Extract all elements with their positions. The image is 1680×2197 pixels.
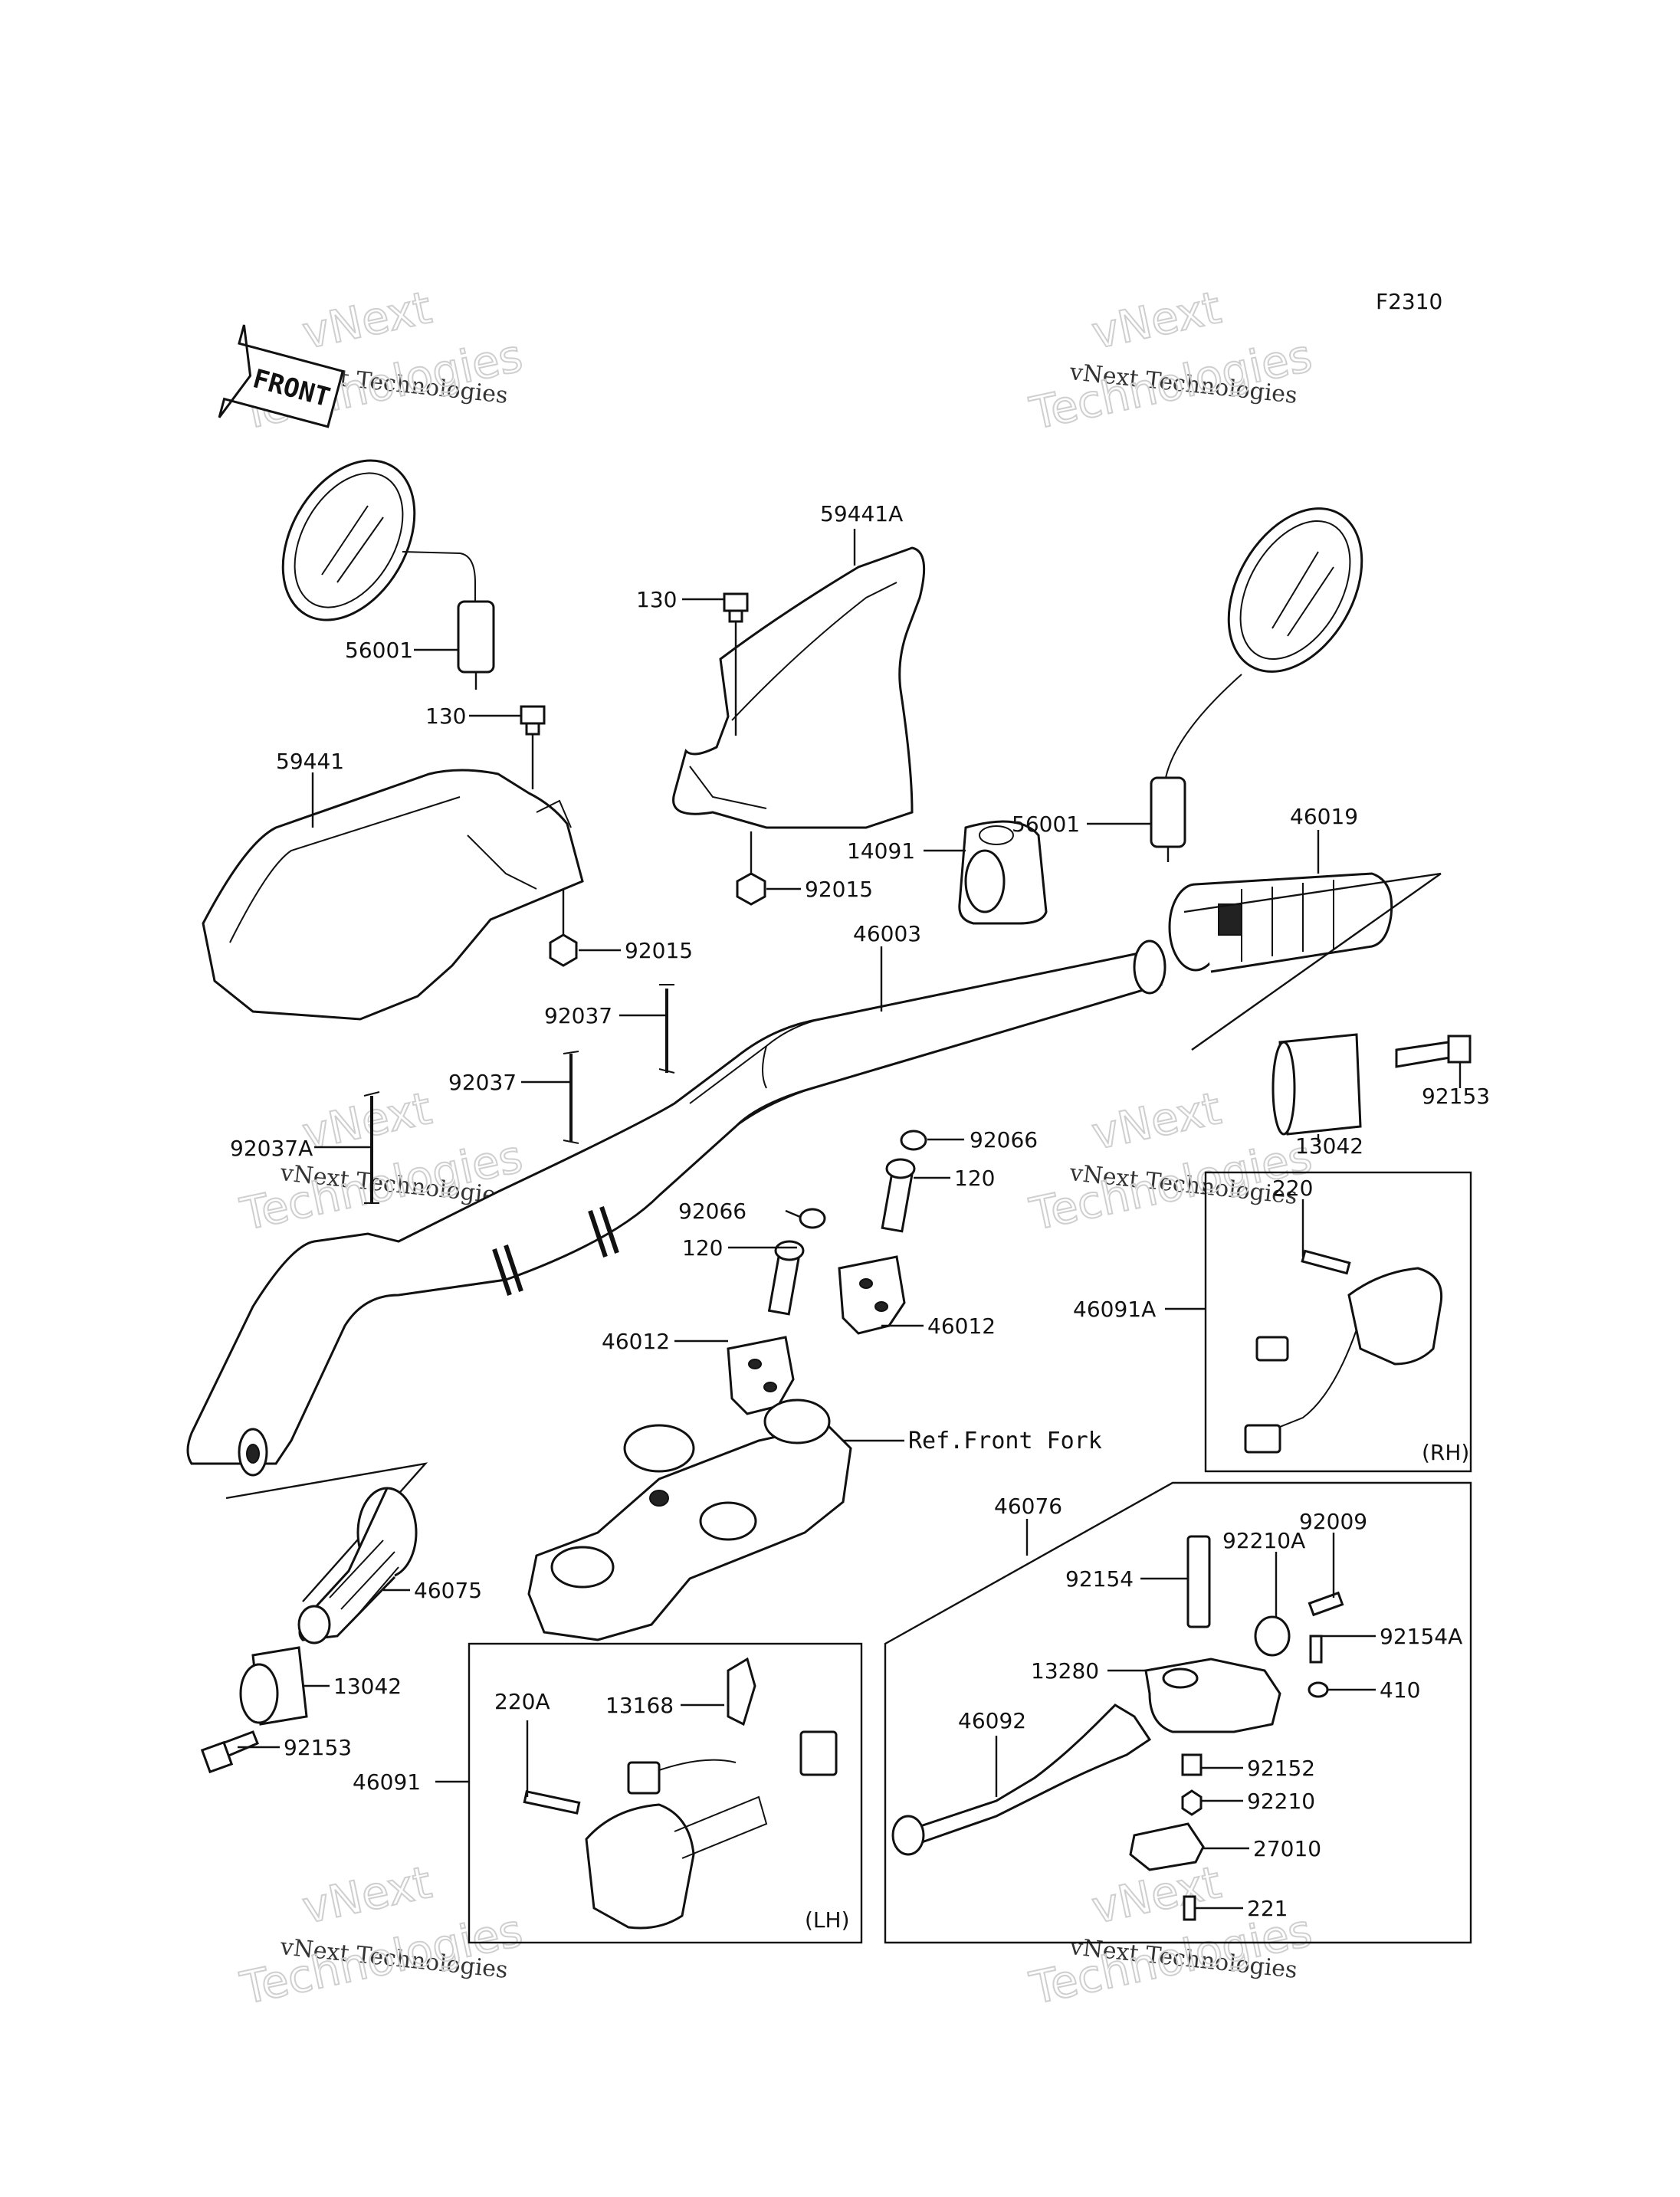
label-46076: 46076 — [994, 1494, 1062, 1519]
right-grip-cutline — [1183, 872, 1442, 913]
front-arrow-icon: FRONT — [218, 324, 345, 428]
clip-92037-a — [658, 984, 675, 1074]
right-grip-46019 — [1168, 872, 1393, 973]
left-grip-cutline — [225, 1462, 428, 1602]
label-56001-right: 56001 — [1012, 812, 1080, 837]
label-46091A: 46091A — [1073, 1297, 1156, 1322]
bolt-120-a — [881, 1158, 916, 1233]
leader-lines — [238, 529, 1462, 1910]
throttle-housing-14091 — [958, 820, 1048, 925]
label-92153-left: 92153 — [284, 1735, 352, 1760]
label-ref-front-fork: Ref.Front Fork — [908, 1428, 1102, 1454]
clip-92037a — [363, 1091, 380, 1204]
svg-text:vNext: vNext — [1088, 1082, 1226, 1160]
right-mirror — [1150, 507, 1363, 862]
label-221: 221 — [1247, 1896, 1288, 1921]
watermark-mid-right: vNext vNext Technologies Technologies — [1025, 1081, 1317, 1241]
label-92009: 92009 — [1299, 1509, 1367, 1534]
left-grip-46075 — [297, 1487, 418, 1644]
bar-end-weight-13042-right — [1271, 1033, 1362, 1136]
watermark-bottom-left: vNext vNext Technologies Technologies — [235, 1855, 528, 2015]
svg-text:vNext: vNext — [298, 1856, 436, 1934]
label-92153-right: 92153 — [1422, 1084, 1490, 1109]
label-59441A: 59441A — [820, 501, 903, 526]
label-46019: 46019 — [1290, 804, 1358, 829]
bolt-130-b — [520, 705, 546, 789]
right-handguard — [672, 546, 926, 829]
label-92066-b: 92066 — [678, 1199, 746, 1224]
label-92066-a: 92066 — [970, 1127, 1038, 1153]
label-410: 410 — [1380, 1677, 1420, 1703]
nut-92015-a — [736, 831, 766, 906]
label-56001-left: 56001 — [345, 638, 413, 663]
diagram-code: F2310 — [1376, 289, 1442, 314]
label-59441: 59441 — [276, 749, 344, 774]
label-46012-left: 46012 — [602, 1329, 670, 1354]
label-13042-left: 13042 — [333, 1674, 402, 1699]
clamp-46012-left — [727, 1336, 795, 1415]
front-fork-clamp — [527, 1399, 852, 1641]
nut-92015-b — [549, 889, 578, 967]
label-130-a: 130 — [636, 587, 677, 612]
label-46075: 46075 — [414, 1578, 482, 1603]
label-130-b: 130 — [425, 703, 466, 729]
svg-text:Technologies: Technologies — [236, 1904, 527, 2015]
label-46091: 46091 — [353, 1769, 421, 1795]
svg-text:(LH): (LH) — [805, 1907, 850, 1933]
label-92037-b: 92037 — [448, 1070, 517, 1095]
left-handguard — [202, 769, 584, 1021]
label-220A: 220A — [494, 1689, 550, 1714]
label-92015-a: 92015 — [805, 877, 873, 902]
label-92152: 92152 — [1247, 1756, 1315, 1781]
label-13042-right: 13042 — [1295, 1133, 1363, 1159]
label-92210: 92210 — [1247, 1789, 1315, 1814]
label-220: 220 — [1272, 1176, 1313, 1201]
part-labels: 59441A 130 56001 130 59441 92015 14091 9… — [230, 501, 1490, 1921]
label-46092: 46092 — [958, 1708, 1026, 1733]
label-46012-right: 46012 — [927, 1313, 996, 1339]
label-120-a: 120 — [954, 1166, 995, 1191]
label-27010: 27010 — [1253, 1836, 1321, 1861]
label-92210A: 92210A — [1222, 1528, 1305, 1553]
watermark-bottom-right: vNext vNext Technologies Technologies — [1025, 1855, 1317, 2015]
label-14091: 14091 — [847, 838, 915, 864]
bolt-92153-right — [1395, 1035, 1472, 1068]
label-92154: 92154 — [1065, 1566, 1134, 1592]
svg-text:vNext: vNext — [1088, 281, 1226, 359]
label-120-b: 120 — [682, 1235, 723, 1261]
svg-text:(RH): (RH) — [1422, 1440, 1469, 1465]
handlebar-46003 — [186, 939, 1166, 1477]
label-92154A: 92154A — [1380, 1624, 1462, 1649]
label-92037-a: 92037 — [544, 1003, 612, 1028]
bar-end-weight-13042-left — [239, 1646, 308, 1726]
svg-text:vNext: vNext — [298, 1082, 436, 1160]
washer-92066-b — [799, 1208, 826, 1229]
lh-switch-box: (LH) — [468, 1642, 863, 1944]
label-92037A: 92037A — [230, 1136, 313, 1161]
svg-text:vNext: vNext — [298, 281, 436, 359]
right-end-cutline — [1191, 873, 1442, 1051]
rh-switch-box: (RH) — [1204, 1171, 1472, 1473]
svg-text:Technologies: Technologies — [1025, 330, 1317, 440]
bolt-130-a — [723, 592, 749, 736]
brake-lever-box — [884, 1481, 1472, 1944]
bolt-120-b — [767, 1240, 805, 1316]
washer-92066-a — [900, 1130, 927, 1151]
label-13280: 13280 — [1031, 1658, 1099, 1684]
clip-92037-b — [563, 1051, 579, 1144]
label-13168: 13168 — [605, 1693, 674, 1718]
label-46003: 46003 — [853, 921, 921, 946]
bolt-92153-left — [200, 1730, 259, 1774]
label-92015-b: 92015 — [625, 938, 693, 963]
clamp-46012-right — [838, 1255, 906, 1335]
watermark-top-right: vNext vNext Technologies Technologies — [1025, 280, 1317, 441]
left-mirror — [281, 459, 495, 690]
